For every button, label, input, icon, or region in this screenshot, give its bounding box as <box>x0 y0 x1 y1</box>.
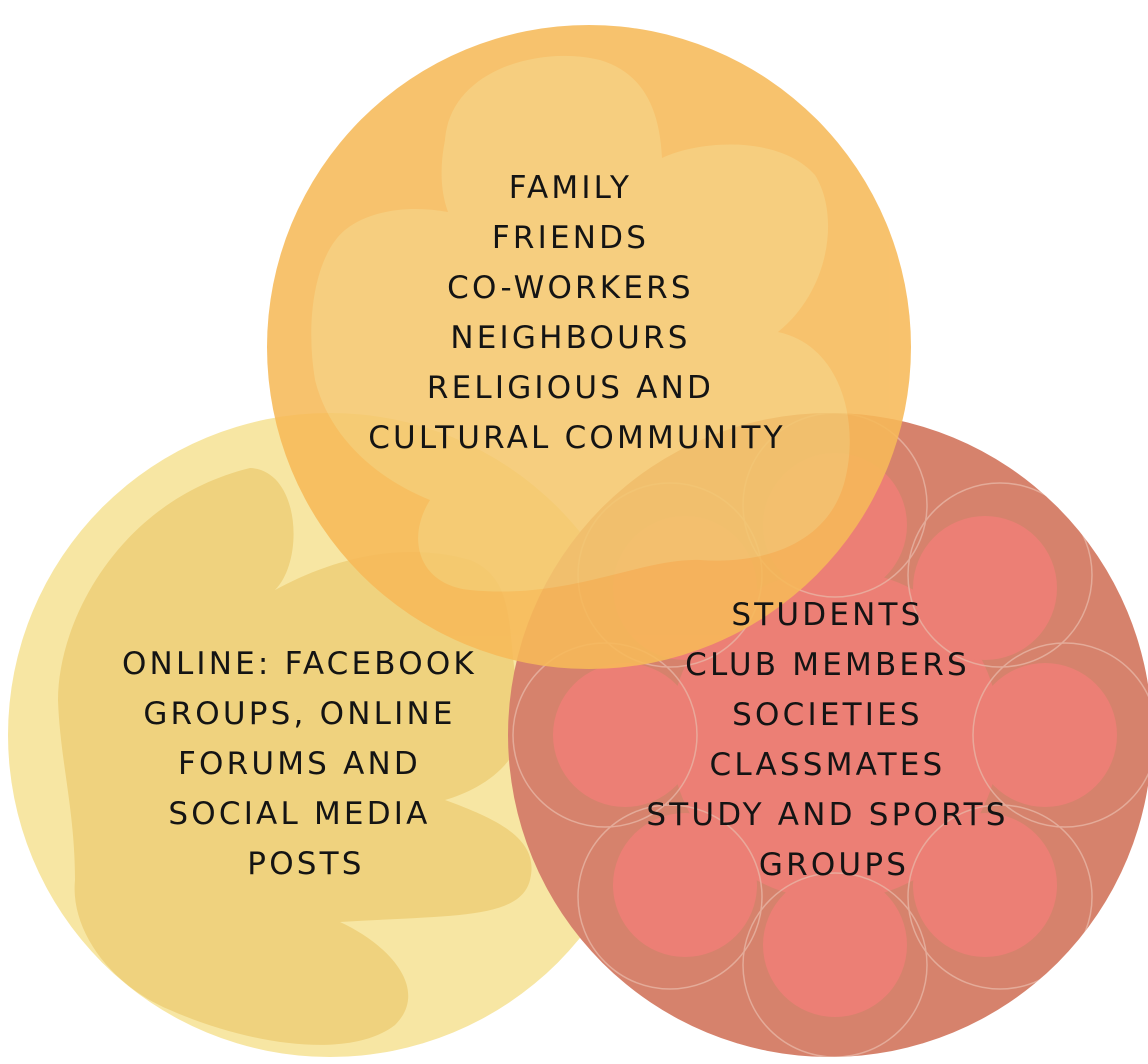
right-label-line: STUDENTS <box>731 597 923 633</box>
left-label-line: POSTS <box>247 846 364 882</box>
flower-petal <box>913 813 1057 957</box>
right-label-line: SOCIETIES <box>732 697 923 733</box>
top-group-label: FAMILY FRIENDS CO-WORKERS NEIGHBOURS REL… <box>368 170 786 456</box>
right-label-line: STUDY AND SPORTS <box>646 797 1008 833</box>
top-label-line: NEIGHBOURS <box>450 320 690 356</box>
top-label-line: RELIGIOUS AND <box>427 370 714 406</box>
flower-petal <box>553 663 697 807</box>
left-label-line: GROUPS, ONLINE <box>143 696 455 732</box>
left-label-line: SOCIAL MEDIA <box>168 796 430 832</box>
flower-petal <box>763 873 907 1017</box>
right-flower <box>553 453 1117 1017</box>
top-label-line: FRIENDS <box>492 220 649 256</box>
top-label-line: FAMILY <box>509 170 632 206</box>
top-label-line: CO-WORKERS <box>447 270 694 306</box>
top-circle-group <box>267 25 911 669</box>
flower-petal <box>913 516 1057 660</box>
top-blob <box>311 55 850 592</box>
flower-petal <box>613 813 757 957</box>
top-label-line: CULTURAL COMMUNITY <box>368 420 786 456</box>
right-label-line: GROUPS <box>759 847 909 883</box>
flower-petal <box>973 663 1117 807</box>
flower-center <box>670 570 1000 900</box>
left-label-line: ONLINE: FACEBOOK <box>122 646 477 682</box>
left-group-label: ONLINE: FACEBOOK GROUPS, ONLINE FORUMS A… <box>122 646 490 882</box>
left-label-line: FORUMS AND <box>178 746 421 782</box>
right-label-line: CLUB MEMBERS <box>685 647 970 683</box>
right-group-label: STUDENTS CLUB MEMBERS SOCIETIES CLASSMAT… <box>646 597 1021 883</box>
right-label-line: CLASSMATES <box>710 747 946 783</box>
